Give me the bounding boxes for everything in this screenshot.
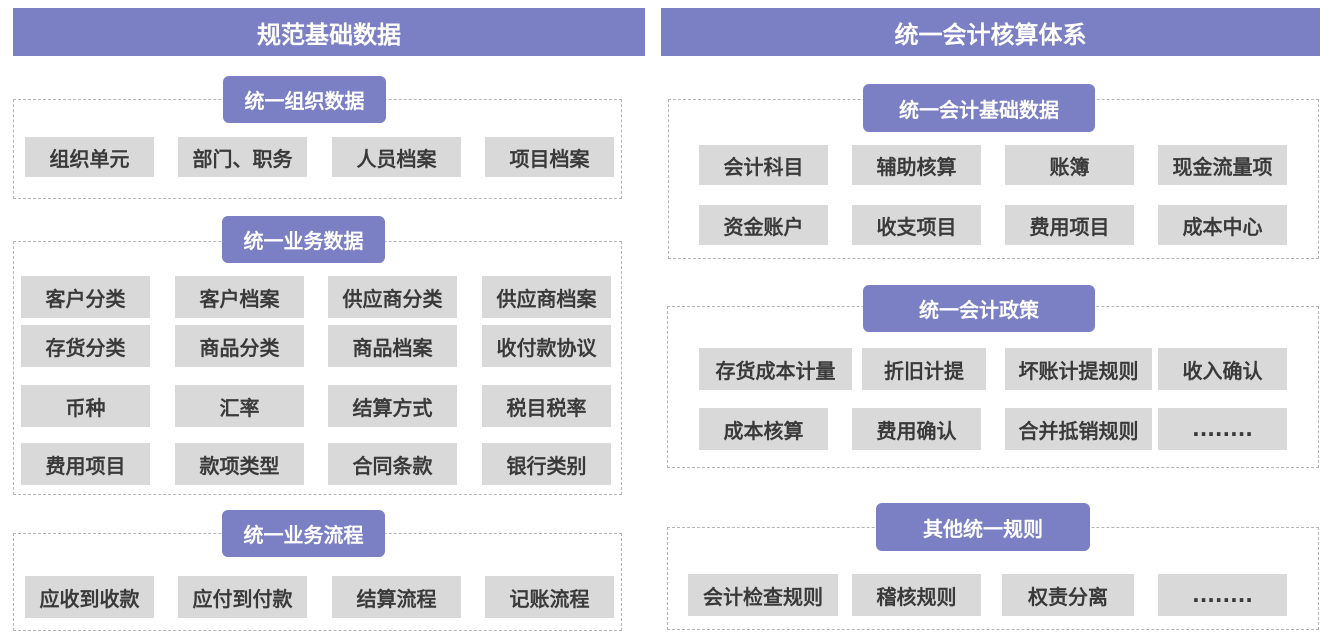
- org-item: 组织单元: [25, 137, 154, 177]
- acct-basic-item: 收支项目: [852, 205, 981, 245]
- biz-item: 收付款协议: [482, 325, 611, 367]
- org-data-title: 统一组织数据: [223, 76, 386, 123]
- acct-policy-item: 坏账计提规则: [1005, 348, 1152, 390]
- biz-item: 汇率: [175, 385, 304, 427]
- other-rules-item: 会计检查规则: [688, 574, 838, 616]
- other-rules-item: 权责分离: [1002, 574, 1134, 616]
- acct-basic-item: 账簿: [1005, 145, 1134, 185]
- biz-item: 结算方式: [328, 385, 457, 427]
- biz-item: 币种: [21, 385, 150, 427]
- biz-data-title: 统一业务数据: [222, 216, 385, 263]
- acct-basic-item: 资金账户: [699, 205, 828, 245]
- biz-item: 商品分类: [175, 325, 304, 367]
- biz-item: 税目税率: [482, 385, 611, 427]
- biz-item: 供应商分类: [328, 276, 457, 318]
- other-rules-title: 其他统一规则: [876, 503, 1090, 551]
- biz-item: 商品档案: [328, 325, 457, 367]
- acct-policy-item: 折旧计提: [862, 348, 986, 390]
- acct-policy-item: 合并抵销规则: [1005, 408, 1152, 450]
- acct-basic-item: 辅助核算: [852, 145, 981, 185]
- flow-item: 结算流程: [332, 576, 461, 618]
- flow-item: 记账流程: [485, 576, 614, 618]
- biz-item: 存货分类: [21, 325, 150, 367]
- left-header: 规范基础数据: [13, 8, 645, 56]
- other-rules-item: ........: [1158, 574, 1287, 616]
- acct-policy-item: 费用确认: [852, 408, 981, 450]
- org-item: 部门、职务: [178, 137, 307, 177]
- acct-policy-item: ........: [1158, 408, 1287, 450]
- acct-policy-item: 收入确认: [1158, 348, 1287, 390]
- acct-basic-title: 统一会计基础数据: [863, 84, 1095, 132]
- acct-basic-item: 现金流量项: [1158, 145, 1287, 185]
- other-rules-item: 稽核规则: [852, 574, 981, 616]
- biz-item: 款项类型: [175, 443, 304, 485]
- biz-item: 供应商档案: [482, 276, 611, 318]
- acct-basic-item: 费用项目: [1005, 205, 1134, 245]
- biz-item: 银行类别: [482, 443, 611, 485]
- right-header: 统一会计核算体系: [661, 8, 1320, 56]
- acct-policy-item: 存货成本计量: [699, 348, 852, 390]
- acct-basic-item: 成本中心: [1158, 205, 1287, 245]
- biz-item: 合同条款: [328, 443, 457, 485]
- org-item: 项目档案: [485, 137, 614, 177]
- org-item: 人员档案: [332, 137, 461, 177]
- biz-flow-title: 统一业务流程: [222, 510, 385, 557]
- acct-policy-item: 成本核算: [699, 408, 828, 450]
- biz-item: 费用项目: [21, 443, 150, 485]
- flow-item: 应收到收款: [25, 576, 154, 618]
- biz-item: 客户档案: [175, 276, 304, 318]
- biz-item: 客户分类: [21, 276, 150, 318]
- acct-policy-title: 统一会计政策: [863, 285, 1095, 332]
- flow-item: 应付到付款: [178, 576, 307, 618]
- acct-basic-item: 会计科目: [699, 145, 828, 185]
